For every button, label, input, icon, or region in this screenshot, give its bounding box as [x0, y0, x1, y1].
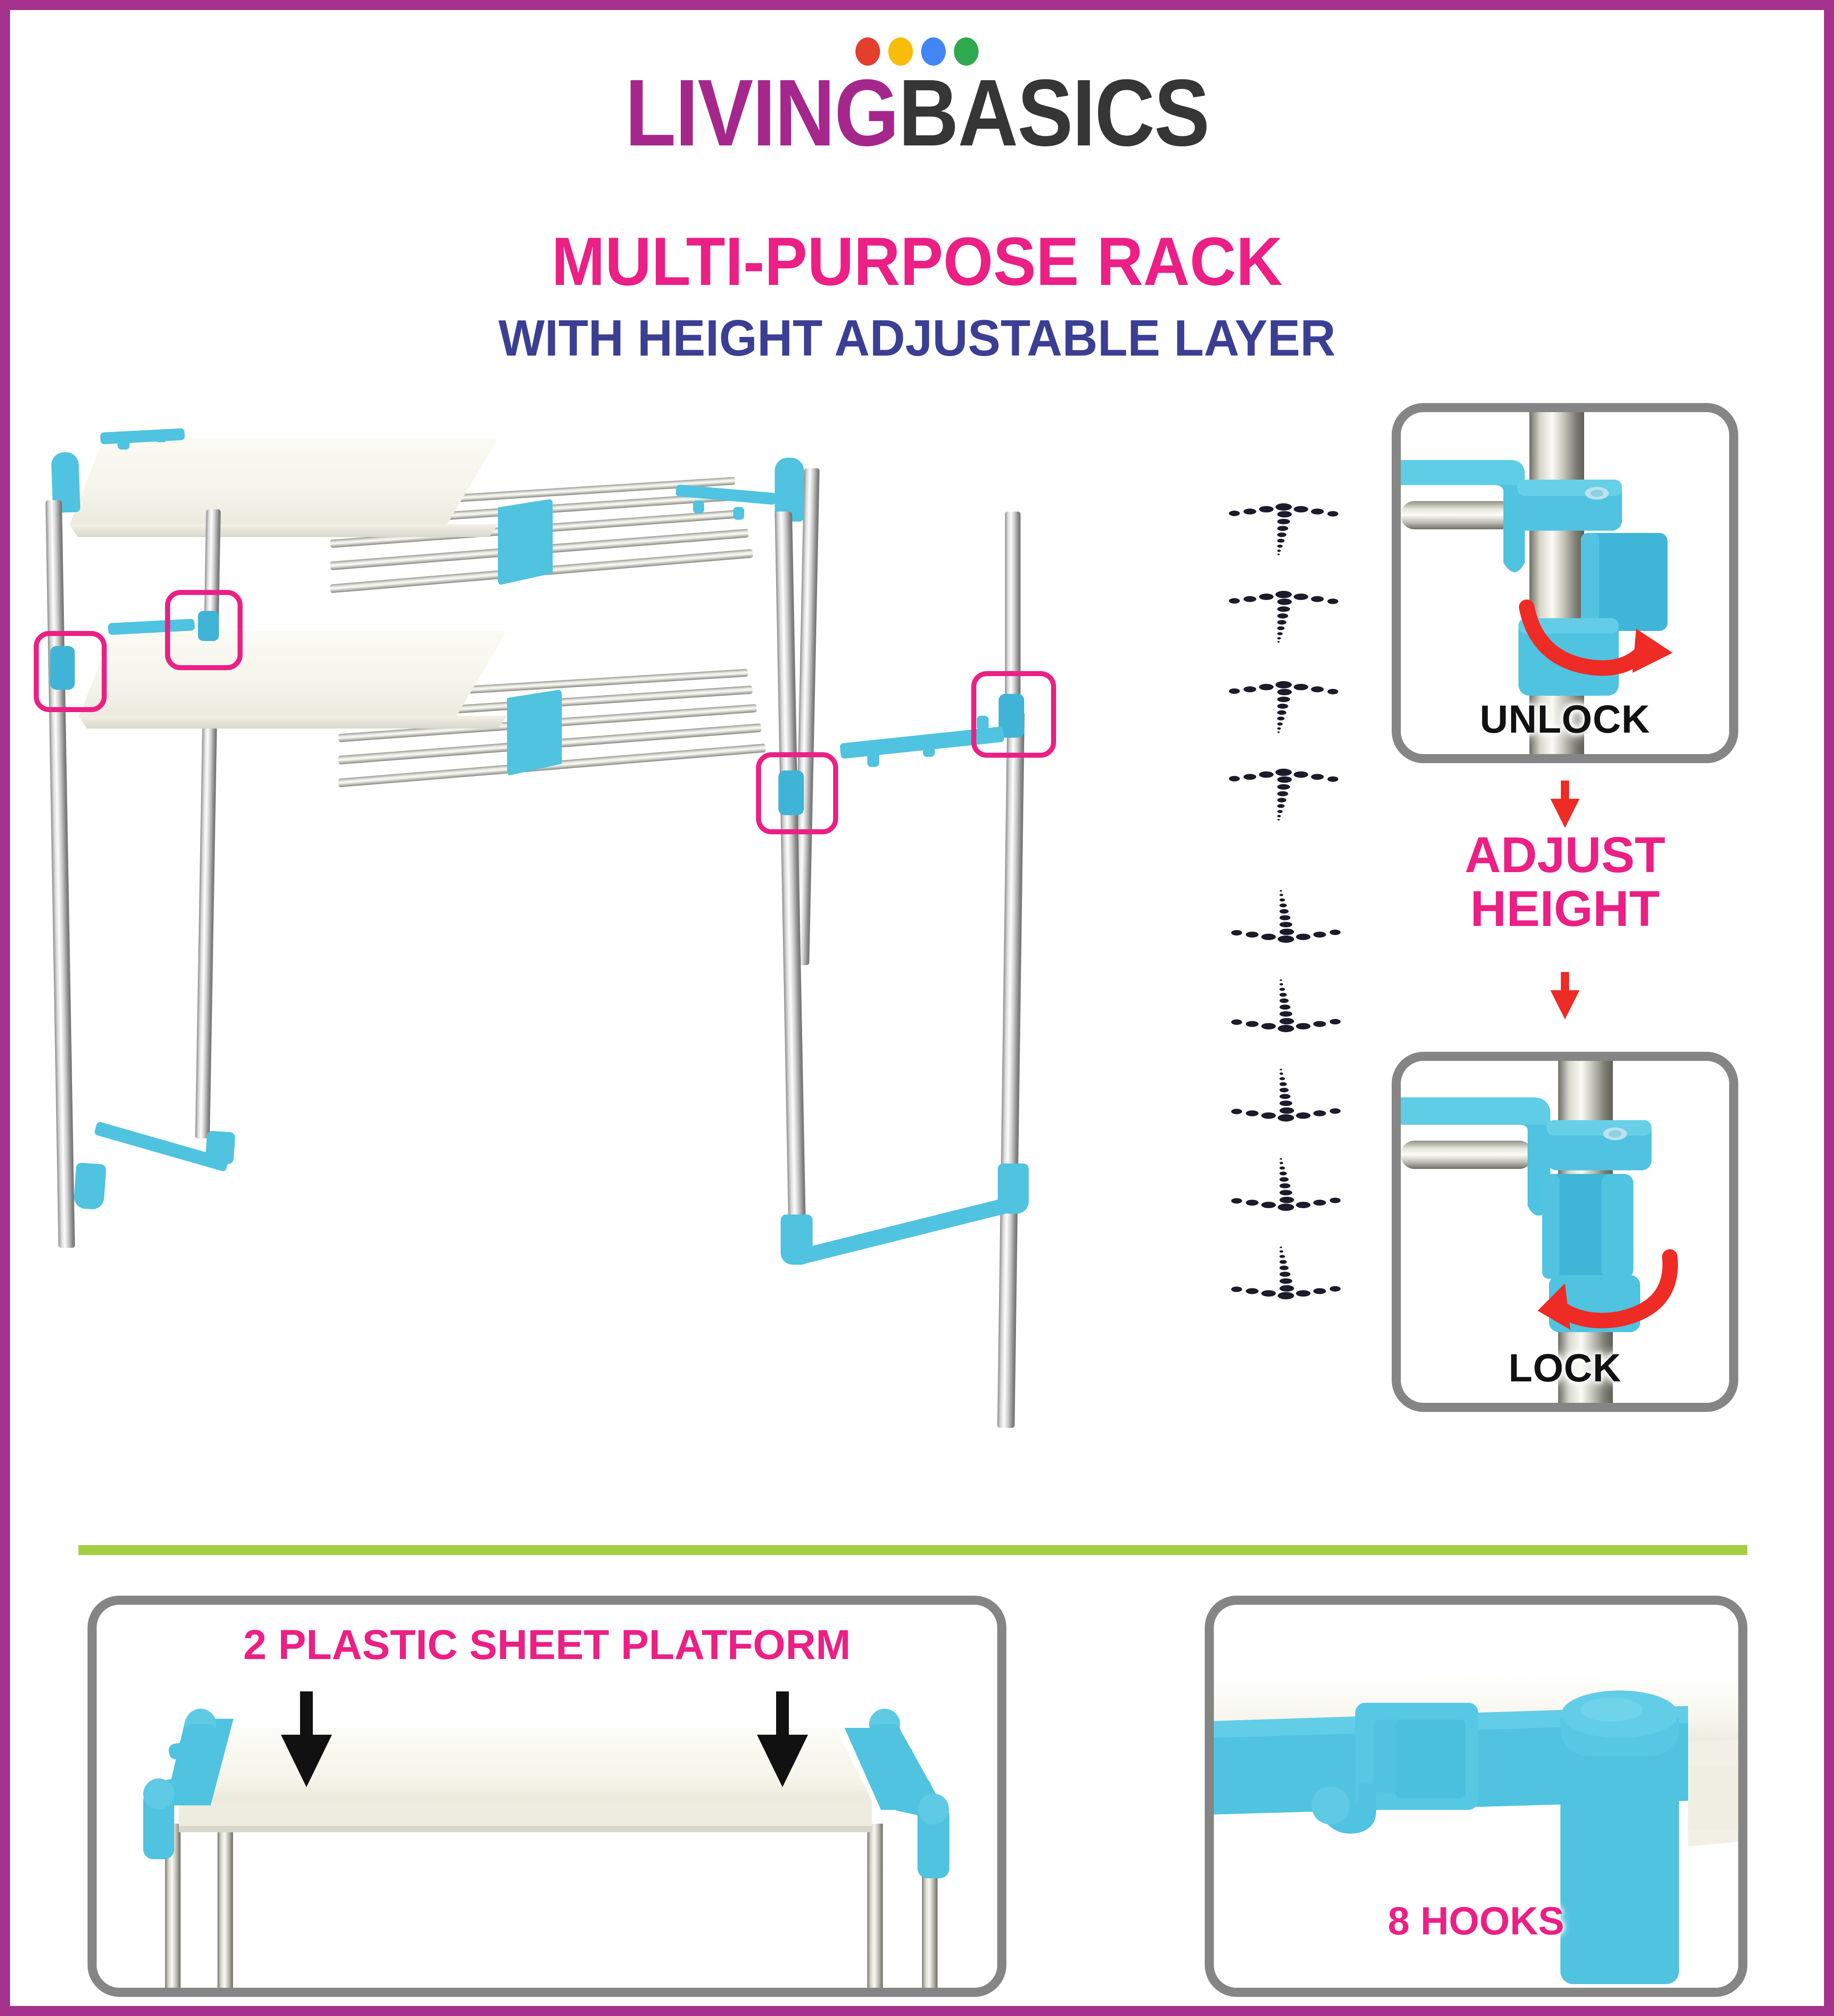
rack-hook-top-left-2 [155, 430, 167, 442]
hooks-photo [1214, 1605, 1738, 1988]
platform-feature-card: 2 PLASTIC SHEET PLATFORM [88, 1596, 1006, 1997]
logo-dot-blue [921, 37, 946, 66]
logo-dot-yellow [888, 37, 913, 66]
dotted-arrows-svg [1229, 503, 1341, 1299]
rack-clamp-front-right [778, 770, 804, 815]
section-divider [78, 1545, 1747, 1555]
rack-shelf-top-surface [69, 439, 498, 525]
adjust-height-label: ADJUST HEIGHT [1360, 828, 1770, 936]
adjust-height-line2: HEIGHT [1470, 880, 1660, 937]
platform-photo [97, 1605, 997, 1988]
logo-dot-red [855, 37, 880, 66]
rack-shelf-top-edge [69, 524, 498, 537]
rack-cap-top-right [775, 458, 804, 522]
unlock-instruction-card: UNLOCK [1392, 403, 1738, 763]
rack-shelf-mid-edge [78, 716, 507, 729]
rack-hook-mid-right-2 [923, 742, 935, 757]
rack-hook-top-left-1 [118, 438, 130, 450]
logo-dot-row [10, 37, 1824, 66]
highlight-box-clamp-left [34, 631, 107, 712]
hooks-feature-card: 8 HOOKS [1205, 1596, 1747, 1997]
unlock-label: UNLOCK [1480, 698, 1650, 741]
unlock-photo [1401, 412, 1729, 754]
lock-instruction-card: LOCK [1392, 1052, 1738, 1412]
arrow-down-red-top [1542, 781, 1588, 831]
rack-foot-right-front [781, 1215, 813, 1265]
platform-label: 2 PLASTIC SHEET PLATFORM [243, 1622, 851, 1668]
brand-name-living: LIVING [625, 60, 899, 166]
rack-pole-rear-right [997, 712, 1025, 1428]
page-title: MULTI-PURPOSE RACK [551, 223, 1283, 300]
rack-hook-mid-right-1 [867, 752, 879, 767]
highlight-box-clamp-mid [165, 590, 243, 670]
dotted-arrow-column [1214, 493, 1360, 1309]
product-hero-image [24, 420, 1218, 1515]
rack-bracket-top-right [498, 499, 553, 585]
highlight-box-clamp-front-right [756, 752, 838, 834]
page-subtitle: WITH HEIGHT ADJUSTABLE LAYER [498, 310, 1336, 367]
arrow-down-red-bottom [1542, 972, 1588, 1022]
brand-wordmark: LIVINGBASICS [119, 66, 1715, 160]
lock-label: LOCK [1508, 1346, 1622, 1390]
rack-hook-top-right-2 [733, 507, 744, 520]
rack-foot-brace-right [800, 1197, 1012, 1264]
hooks-label: 8 HOOKS [1388, 1899, 1565, 1943]
rack-pole-front-left [45, 500, 75, 1248]
adjust-height-line1: ADJUST [1464, 827, 1666, 883]
lock-photo [1401, 1061, 1729, 1403]
rack-bracket-mid-right [507, 689, 562, 776]
rack-shelf-mid-surface [78, 631, 507, 718]
rack-clamp-mid [198, 611, 219, 641]
rack-pole-rear-right-upper [1005, 512, 1021, 721]
rack-clamp-left [50, 646, 75, 690]
rack-hook-top-right-1 [693, 501, 704, 513]
brand-logo: LIVINGBASICS [10, 37, 1824, 160]
logo-dot-green [954, 37, 979, 66]
rack-foot-right-rear [998, 1163, 1029, 1214]
highlight-box-clamp-rear-right [971, 671, 1056, 758]
infographic-canvas: LIVINGBASICS MULTI-PURPOSE RACK WITH HEI… [10, 10, 1824, 2006]
rack-hook-mid-right-3 [977, 716, 989, 730]
rack-foot-left-rear [205, 1130, 236, 1165]
brand-name-basics: BASICS [898, 60, 1210, 166]
rack-foot-left-front [73, 1162, 107, 1210]
